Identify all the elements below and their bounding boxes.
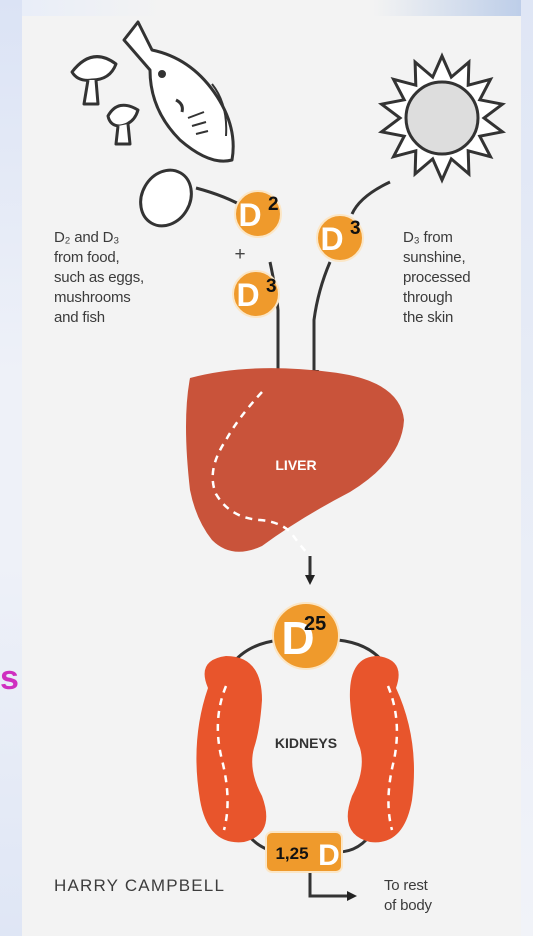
plus-sign: + [234,244,245,265]
d3-sun-badge: D 3 [317,215,363,261]
d3-food-subscript: 3 [266,276,277,297]
kidney-left [196,656,266,842]
rest-of-body-caption: To rest of body [384,876,432,916]
d2-subscript: 2 [268,194,279,215]
d25-subscript: 25 [304,613,326,635]
d125-badge: 1,25 D [266,832,342,872]
food-caption: D₂ and D₃ from food, such as eggs, mushr… [54,228,144,328]
mushroom-icon [108,105,138,144]
liver-label: LIVER [275,457,316,473]
sun-icon [382,56,503,180]
d25-badge: D 25 [273,603,339,669]
d2-badge: D 2 [235,191,281,237]
kidney-right [348,656,414,842]
kidneys-label: KIDNEYS [275,735,337,751]
egg-icon [131,161,202,235]
d3-food-badge: D 3 [233,271,279,317]
d3-sun-subscript: 3 [350,218,361,239]
d3-food-letter: D [236,277,259,313]
d125-letter: D [318,839,340,872]
illustrator-credit: HARRY CAMPBELL [54,876,225,896]
sun-caption: D₃ from sunshine, processed through the … [403,228,470,328]
d3-sun-letter: D [320,221,343,257]
d125-prefix: 1,25 [275,844,308,863]
sun-line [314,182,390,375]
mushroom-icon [72,57,116,104]
fish-icon [124,22,233,161]
d2-letter: D [238,197,261,233]
